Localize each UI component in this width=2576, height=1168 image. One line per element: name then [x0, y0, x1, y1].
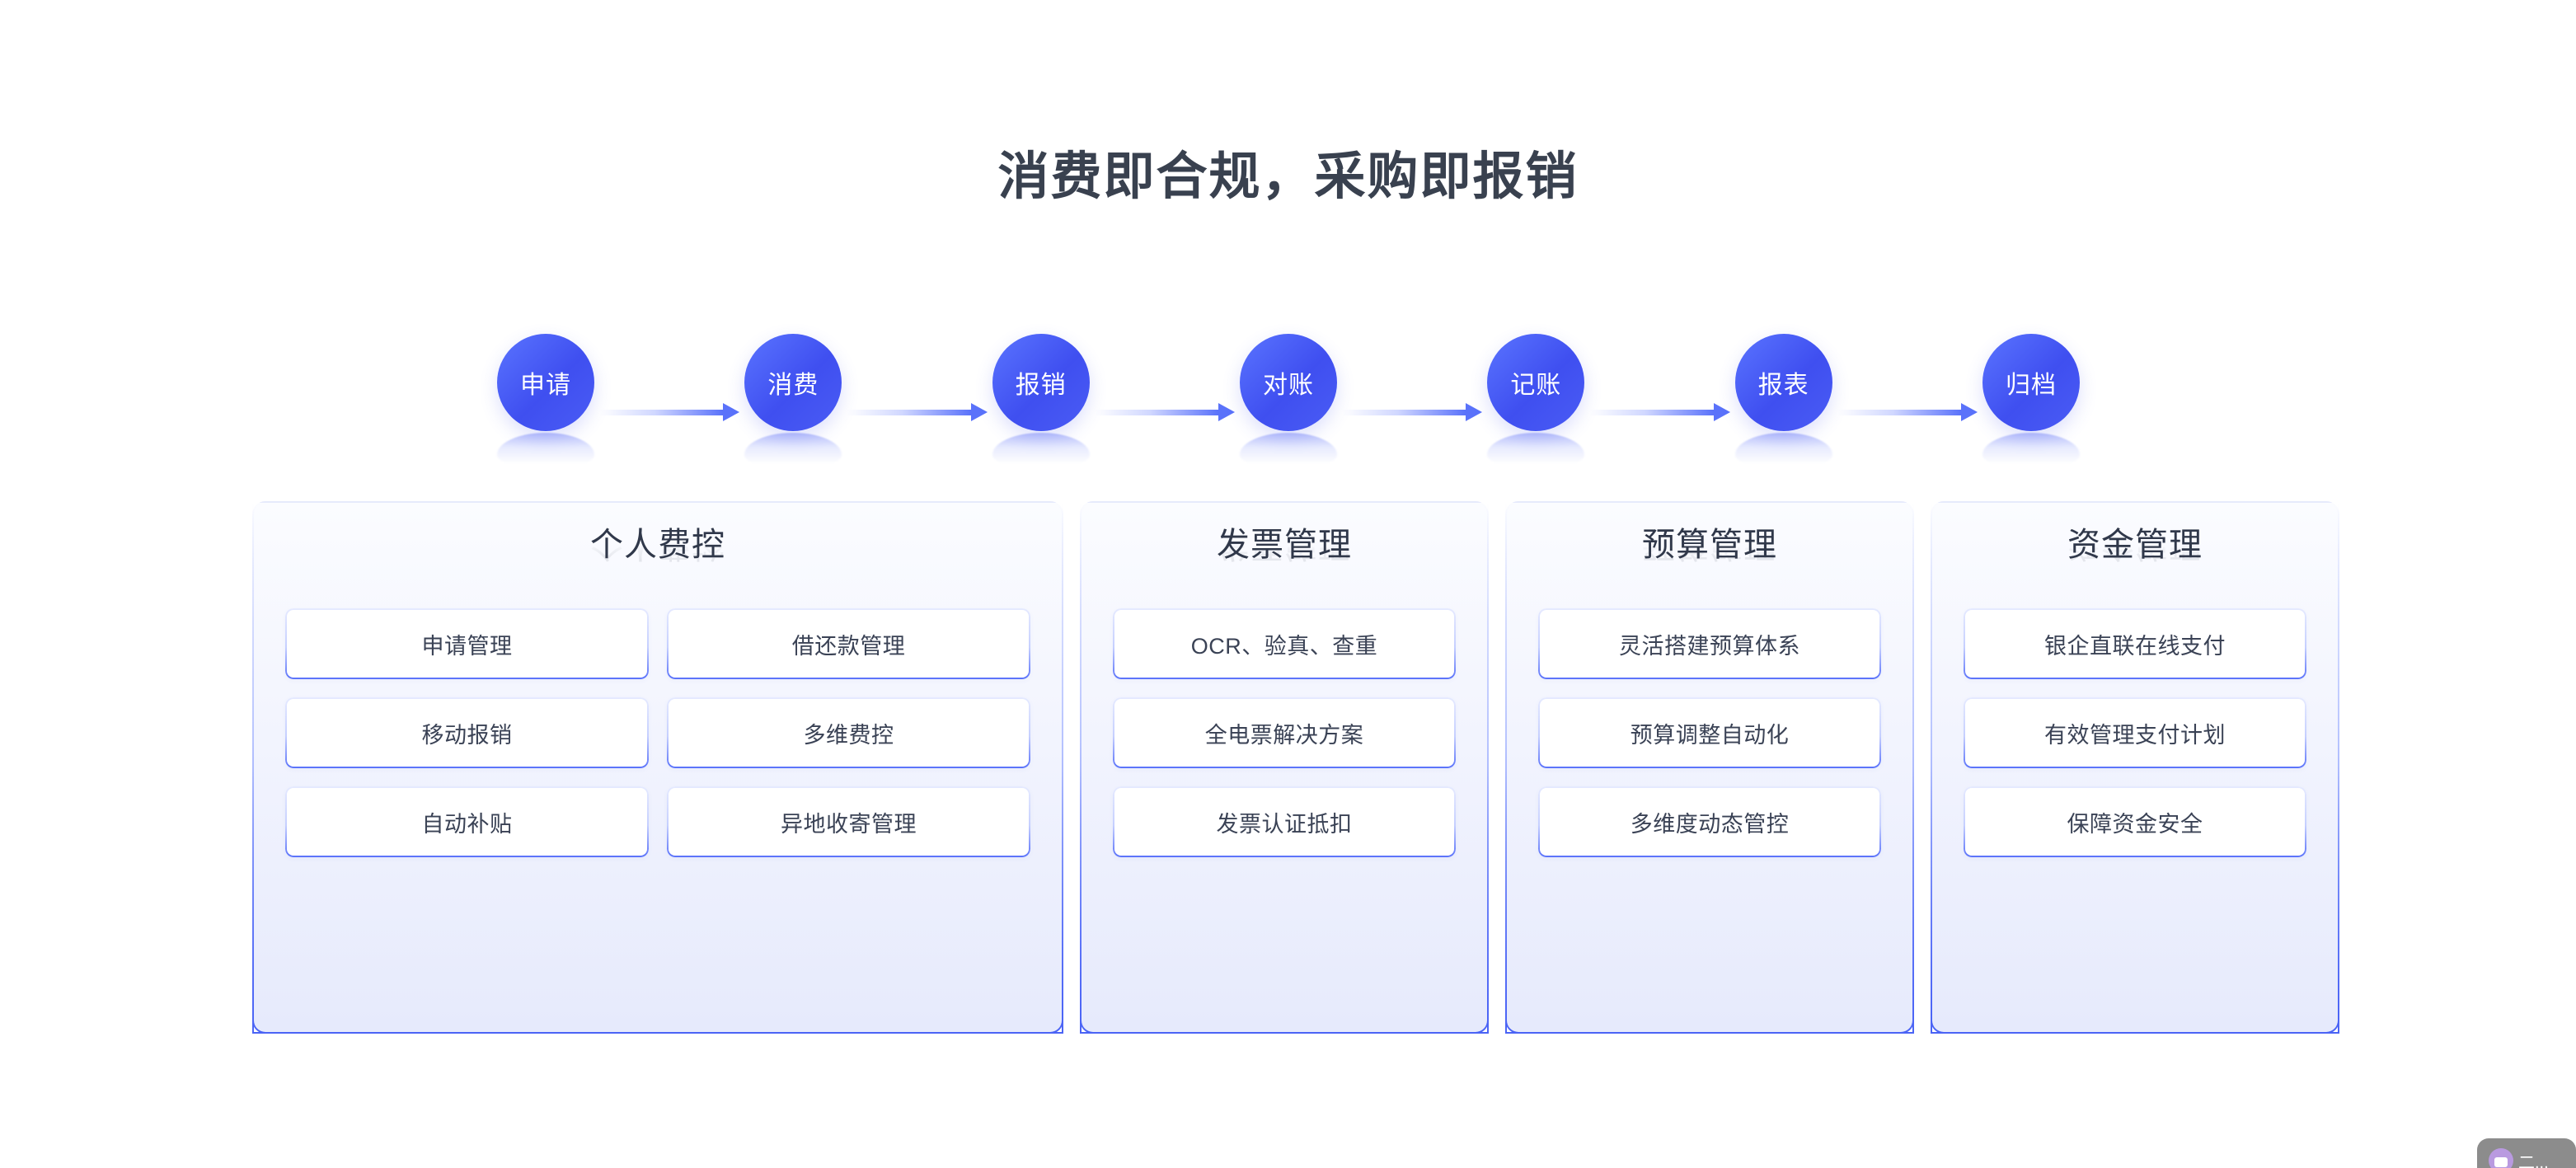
arrow-head-icon — [1466, 403, 1483, 421]
flow-node-reflection — [1487, 433, 1585, 470]
flow-node-6[interactable]: 报表 — [1734, 334, 1832, 490]
flow-node-reflection — [744, 433, 842, 470]
flow-arrow-2 — [847, 403, 988, 421]
flow-node-label: 消费 — [767, 372, 819, 399]
panel-title: 发票管理 发票管理 — [1113, 526, 1456, 564]
flow-node-reflection — [1734, 433, 1832, 470]
flow-node-reflection — [1982, 433, 2080, 470]
module-panels: 个人费控 个人费控 申请管理 借还款管理 移动报销 多维费控 自动补贴 异地收寄… — [252, 501, 2339, 1034]
flow-arrow-5 — [1589, 403, 1730, 421]
flow-node-circle: 对账 — [1239, 334, 1337, 431]
flow-node-reflection — [1239, 433, 1337, 470]
flow-node-label: 对账 — [1262, 372, 1314, 399]
panel-item-grid: OCR、验真、查重 全电票解决方案 发票认证抵扣 — [1113, 608, 1456, 1002]
panel-item[interactable]: 银企直联在线支付 — [1964, 608, 2306, 679]
flow-node-label: 归档 — [2005, 372, 2057, 399]
flow-arrow-4 — [1341, 403, 1483, 421]
panel-item[interactable]: 有效管理支付计划 — [1964, 697, 2306, 768]
panel-item[interactable]: 预算调整自动化 — [1538, 697, 1881, 768]
flow-node-label: 报表 — [1757, 372, 1809, 399]
panel-title: 预算管理 预算管理 — [1538, 526, 1881, 564]
arrow-head-icon — [1713, 403, 1730, 421]
panel-invoice-management: 发票管理 发票管理 OCR、验真、查重 全电票解决方案 发票认证抵扣 — [1080, 501, 1489, 1034]
flow-node-2[interactable]: 消费 — [744, 334, 842, 490]
arrow-line — [847, 409, 971, 415]
flow-node-label: 申请 — [520, 372, 571, 399]
flow-node-circle: 归档 — [1982, 334, 2080, 431]
flow-arrow-3 — [1094, 403, 1235, 421]
panel-item[interactable]: 借还款管理 — [667, 608, 1030, 679]
panel-item[interactable]: 多维度动态管控 — [1538, 786, 1881, 857]
panel-item[interactable]: 自动补贴 — [285, 786, 649, 857]
panel-item[interactable]: 申请管理 — [285, 608, 649, 679]
panel-item[interactable]: 保障资金安全 — [1964, 786, 2306, 857]
arrow-head-icon — [1218, 403, 1235, 421]
panel-title-text: 发票管理 — [1217, 527, 1352, 563]
page-title: 消费即合规，采购即报销 — [997, 148, 1579, 205]
flow-node-label: 报销 — [1015, 372, 1067, 399]
arrow-line — [1094, 409, 1218, 415]
panel-item[interactable]: 移动报销 — [285, 697, 649, 768]
panel-item[interactable]: 异地收寄管理 — [667, 786, 1030, 857]
panel-title-text: 预算管理 — [1642, 527, 1777, 563]
panel-item[interactable]: 多维费控 — [667, 697, 1030, 768]
arrow-line — [1341, 409, 1466, 415]
panel-item[interactable]: 灵活搭建预算体系 — [1538, 608, 1881, 679]
arrow-head-icon — [970, 403, 988, 421]
flow-node-circle: 报表 — [1734, 334, 1832, 431]
floating-widget-label: 二... — [2518, 1153, 2549, 1168]
flow-node-circle: 消费 — [744, 334, 842, 431]
flow-node-7[interactable]: 归档 — [1982, 334, 2080, 490]
arrow-head-icon — [723, 403, 740, 421]
arrow-line — [1589, 409, 1714, 415]
process-flow: 申请 消费 报销 对账 — [497, 334, 2080, 490]
panel-item-grid: 申请管理 借还款管理 移动报销 多维费控 自动补贴 异地收寄管理 — [285, 608, 1030, 1002]
panel-item[interactable]: 发票认证抵扣 — [1113, 786, 1456, 857]
flow-node-1[interactable]: 申请 — [497, 334, 594, 490]
flow-arrow-1 — [599, 403, 740, 421]
avatar-icon — [2489, 1148, 2513, 1168]
panel-title: 资金管理 资金管理 — [1964, 526, 2306, 564]
panel-title-text: 资金管理 — [2067, 527, 2203, 563]
flow-node-circle: 申请 — [497, 334, 594, 431]
flow-node-3[interactable]: 报销 — [992, 334, 1090, 490]
panel-item[interactable]: OCR、验真、查重 — [1113, 608, 1456, 679]
arrow-head-icon — [1960, 403, 1978, 421]
floating-chat-widget[interactable]: 二... — [2477, 1138, 2576, 1168]
flow-arrow-6 — [1837, 403, 1978, 421]
panel-title-text: 个人费控 — [590, 527, 725, 563]
flow-node-5[interactable]: 记账 — [1487, 334, 1585, 490]
panel-title: 个人费控 个人费控 — [285, 526, 1030, 564]
flow-node-label: 记账 — [1510, 372, 1562, 399]
panel-fund-management: 资金管理 资金管理 银企直联在线支付 有效管理支付计划 保障资金安全 — [1931, 501, 2339, 1034]
flow-node-circle: 报销 — [992, 334, 1090, 431]
flow-node-4[interactable]: 对账 — [1239, 334, 1337, 490]
flow-node-reflection — [497, 433, 594, 470]
panel-item-grid: 灵活搭建预算体系 预算调整自动化 多维度动态管控 — [1538, 608, 1881, 1002]
flow-node-circle: 记账 — [1487, 334, 1585, 431]
arrow-line — [1837, 409, 1961, 415]
panel-budget-management: 预算管理 预算管理 灵活搭建预算体系 预算调整自动化 多维度动态管控 — [1505, 501, 1914, 1034]
arrow-line — [599, 409, 724, 415]
panel-personal-expense: 个人费控 个人费控 申请管理 借还款管理 移动报销 多维费控 自动补贴 异地收寄… — [252, 501, 1063, 1034]
panel-item-grid: 银企直联在线支付 有效管理支付计划 保障资金安全 — [1964, 608, 2306, 1002]
flow-node-reflection — [992, 433, 1090, 470]
panel-item[interactable]: 全电票解决方案 — [1113, 697, 1456, 768]
